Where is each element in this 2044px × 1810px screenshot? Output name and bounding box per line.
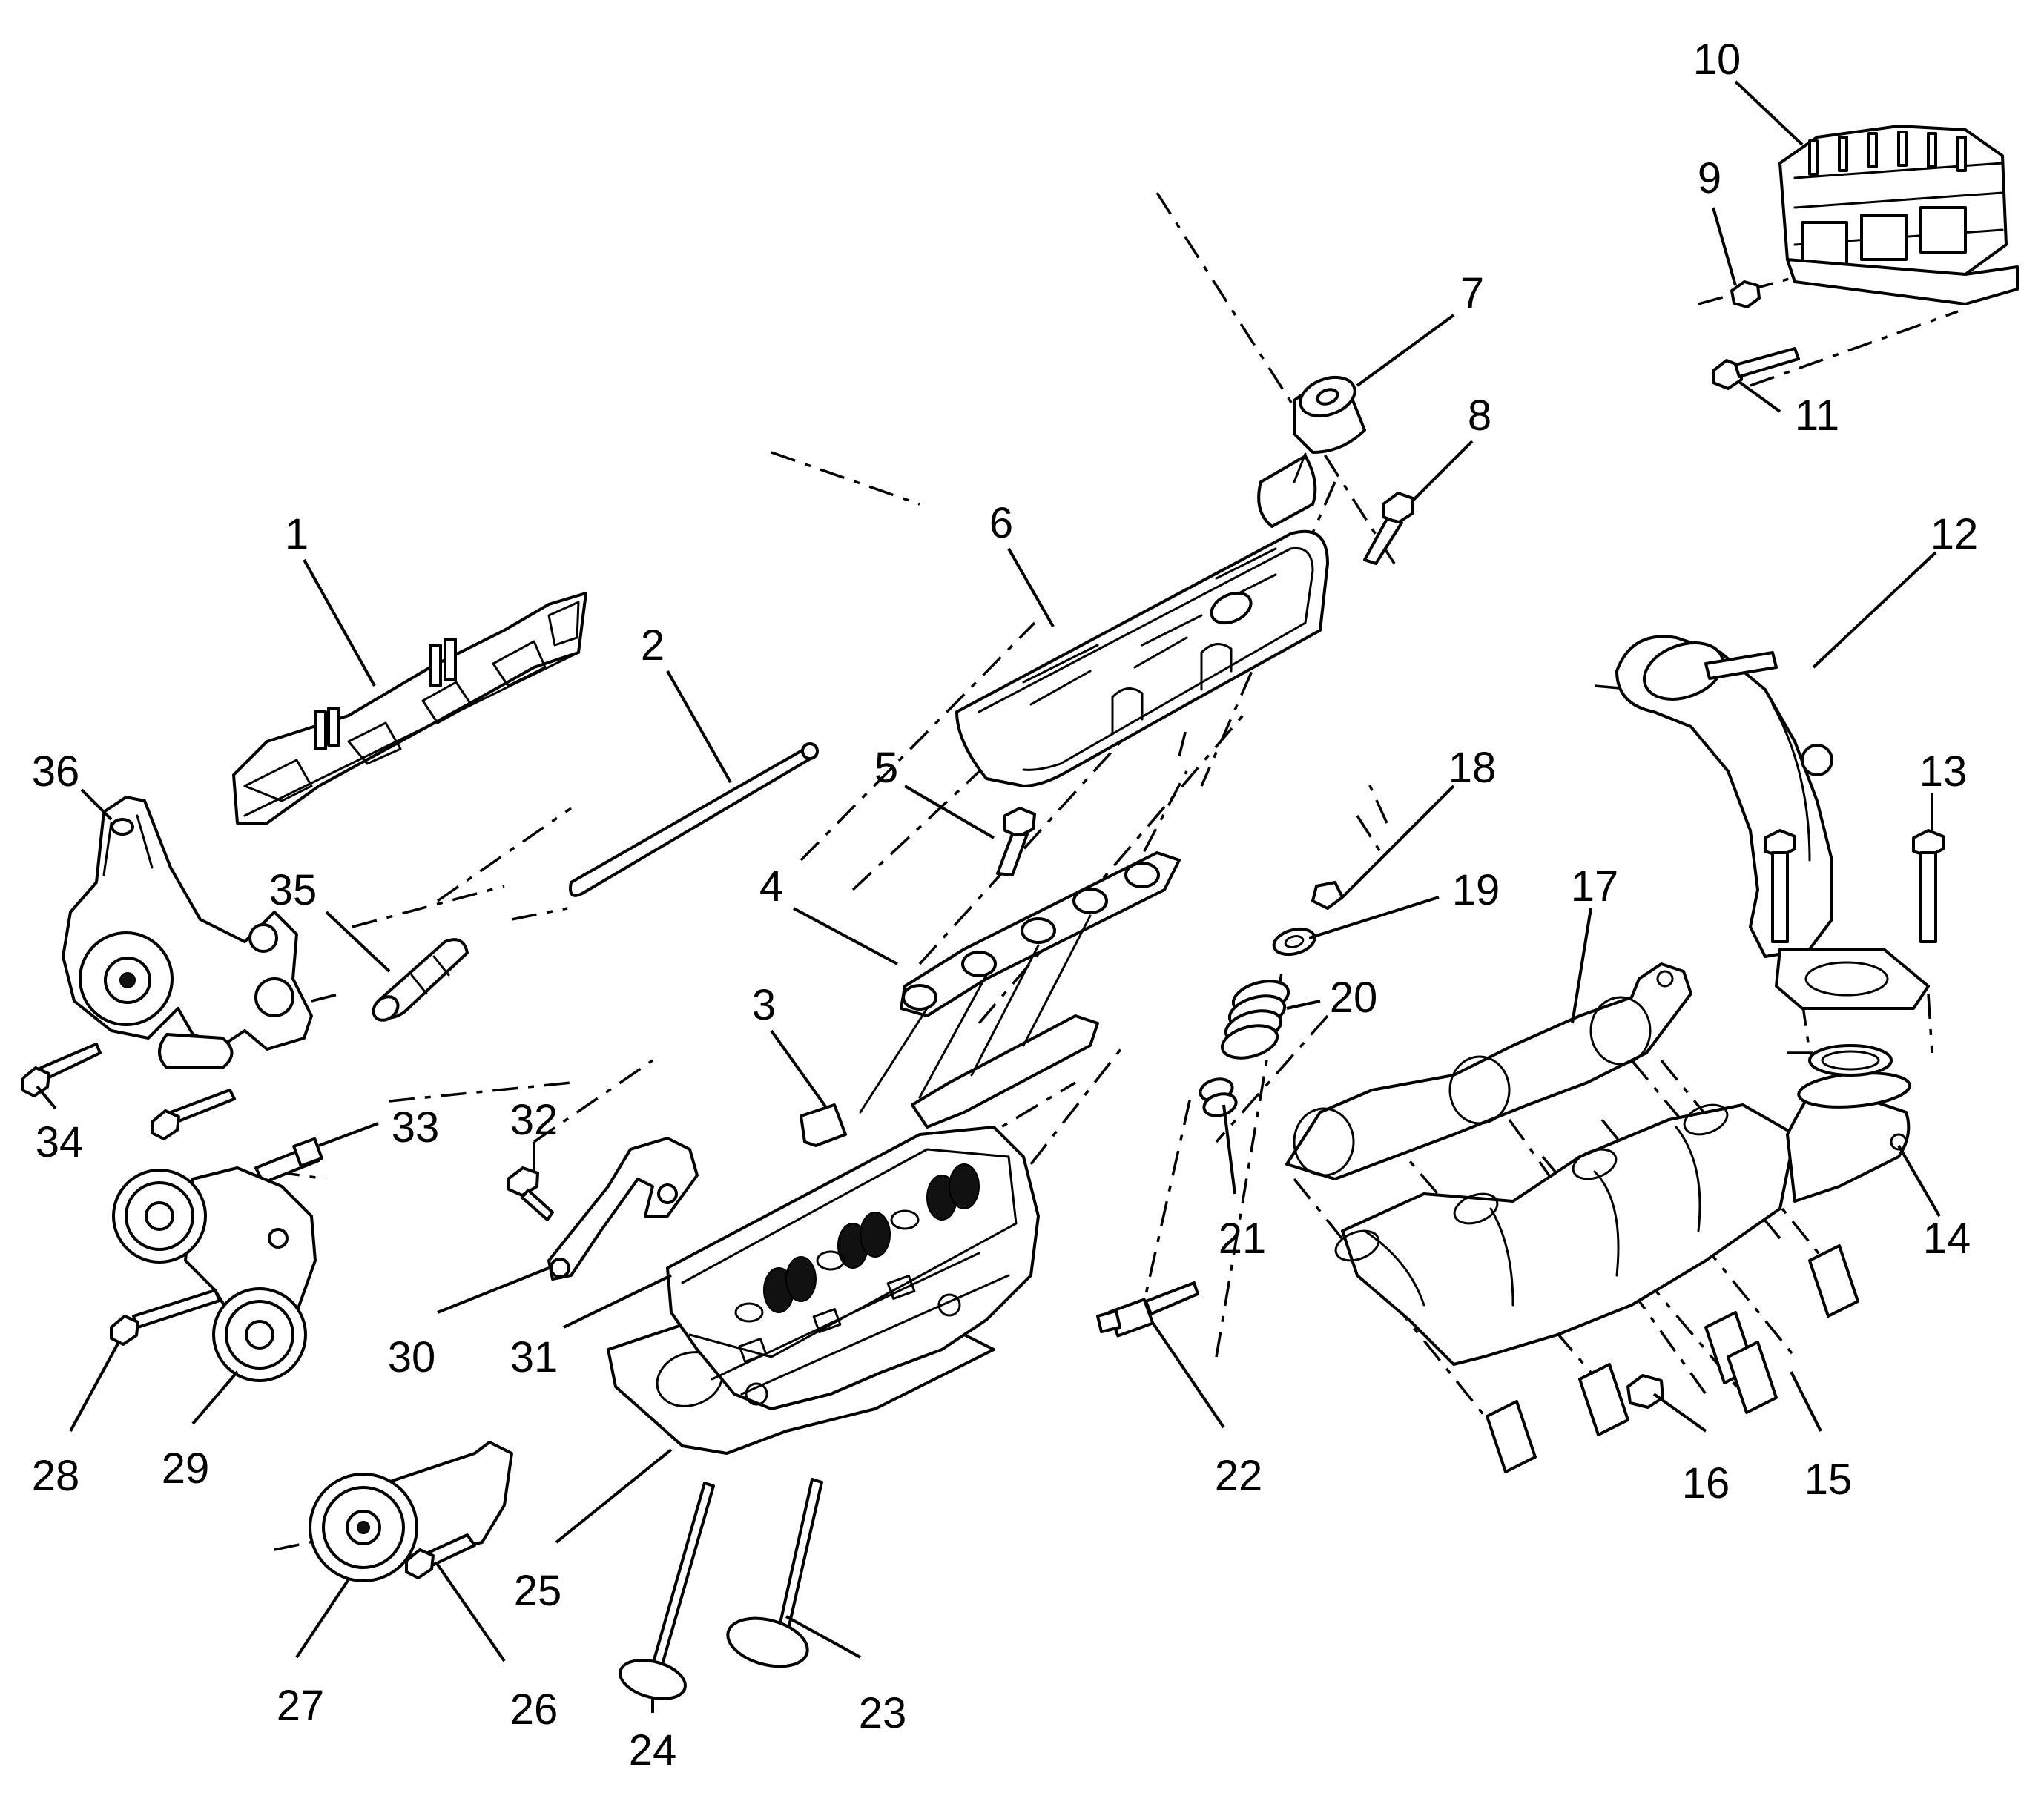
part-10-ignition-coil-pack xyxy=(1778,125,2019,305)
callout-23: 23 xyxy=(859,1689,907,1737)
part-32-bolt xyxy=(507,1166,554,1221)
callout-34: 34 xyxy=(36,1118,84,1166)
part-19-retainer xyxy=(1272,927,1316,957)
callout-12: 12 xyxy=(1931,510,1979,558)
callout-22: 22 xyxy=(1215,1452,1263,1500)
part-1-fuel-rail xyxy=(232,592,587,825)
callout-27: 27 xyxy=(277,1682,325,1730)
part-27-idler-pulley xyxy=(309,1441,513,1582)
callout-21: 21 xyxy=(1219,1215,1267,1263)
callout-20: 20 xyxy=(1330,974,1378,1022)
callout-18: 18 xyxy=(1448,744,1497,792)
callout-33: 33 xyxy=(392,1103,440,1152)
part-30-bracket xyxy=(547,1137,699,1281)
part-5-bolt xyxy=(996,807,1036,876)
callout-31: 31 xyxy=(510,1333,558,1381)
callout-28: 28 xyxy=(32,1452,80,1500)
callout-16: 16 xyxy=(1682,1459,1730,1507)
part-8-bolt xyxy=(1363,492,1414,565)
callout-36: 36 xyxy=(32,747,80,796)
callout-7: 7 xyxy=(1460,269,1484,317)
callout-11: 11 xyxy=(1795,392,1839,440)
part-7-oil-filler-cap xyxy=(1257,375,1366,528)
part-4-rocker-arms xyxy=(859,851,1181,1129)
callout-29: 29 xyxy=(162,1444,210,1493)
callout-15: 15 xyxy=(1804,1456,1853,1504)
part-36-accessory-bracket xyxy=(62,796,313,1069)
part-3-rocker-support xyxy=(800,1103,847,1147)
callout-14: 14 xyxy=(1923,1215,1971,1263)
part-34-bolts xyxy=(21,1043,236,1140)
part-2-pushrod xyxy=(569,742,819,897)
callout-leaders xyxy=(36,80,1941,1713)
part-22-sensor xyxy=(1096,1281,1199,1338)
callout-10: 10 xyxy=(1693,36,1741,84)
part-17-exhaust-gasket xyxy=(1285,962,1692,1180)
callout-17: 17 xyxy=(1571,862,1619,911)
callout-3: 3 xyxy=(752,981,776,1029)
callout-2: 2 xyxy=(641,621,665,670)
part-14-exhaust-elbow xyxy=(1786,1071,1911,1203)
exhaust-pipe-seal-ring xyxy=(1808,1044,1893,1077)
part-15-studs xyxy=(1486,1244,1859,1473)
part-9-nut xyxy=(1730,280,1761,308)
part-31-cylinder-head xyxy=(666,1126,1040,1410)
part-6-valve-cover xyxy=(955,529,1329,787)
valve-springs-in-head xyxy=(763,1163,980,1313)
callout-4: 4 xyxy=(759,862,783,911)
callout-8: 8 xyxy=(1468,392,1491,440)
callout-24: 24 xyxy=(629,1726,677,1774)
part-18-keeper xyxy=(1311,881,1344,910)
part-13-bolts xyxy=(1764,829,1945,943)
callout-9: 9 xyxy=(1698,154,1721,202)
callout-26: 26 xyxy=(510,1685,558,1734)
part-11-bolt xyxy=(1712,347,1800,390)
part-29-tensioner xyxy=(110,1166,317,1382)
part-24-intake-valve xyxy=(619,1482,715,1700)
exhaust-manifold xyxy=(1334,1103,1796,1366)
callout-5: 5 xyxy=(874,744,898,792)
part-16-nut xyxy=(1626,1374,1664,1409)
part-33-stud xyxy=(254,1137,323,1184)
callout-1: 1 xyxy=(285,510,309,558)
callout-13: 13 xyxy=(1919,747,1968,796)
part-20-valve-spring xyxy=(1220,980,1290,1060)
callout-numbers: 1 2 3 4 5 6 7 8 9 10 11 12 13 14 15 16 1… xyxy=(32,36,1979,1774)
callout-19: 19 xyxy=(1452,866,1500,914)
callout-25: 25 xyxy=(514,1567,562,1615)
part-35-lifter xyxy=(372,938,469,1022)
callout-6: 6 xyxy=(989,499,1013,547)
callout-32: 32 xyxy=(510,1096,558,1144)
callout-35: 35 xyxy=(269,866,317,914)
callout-30: 30 xyxy=(388,1333,436,1381)
part-12-exhaust-pipe xyxy=(1615,635,1930,1010)
part-21-valve-seal xyxy=(1199,1077,1238,1117)
part-23-exhaust-valve xyxy=(726,1478,823,1668)
